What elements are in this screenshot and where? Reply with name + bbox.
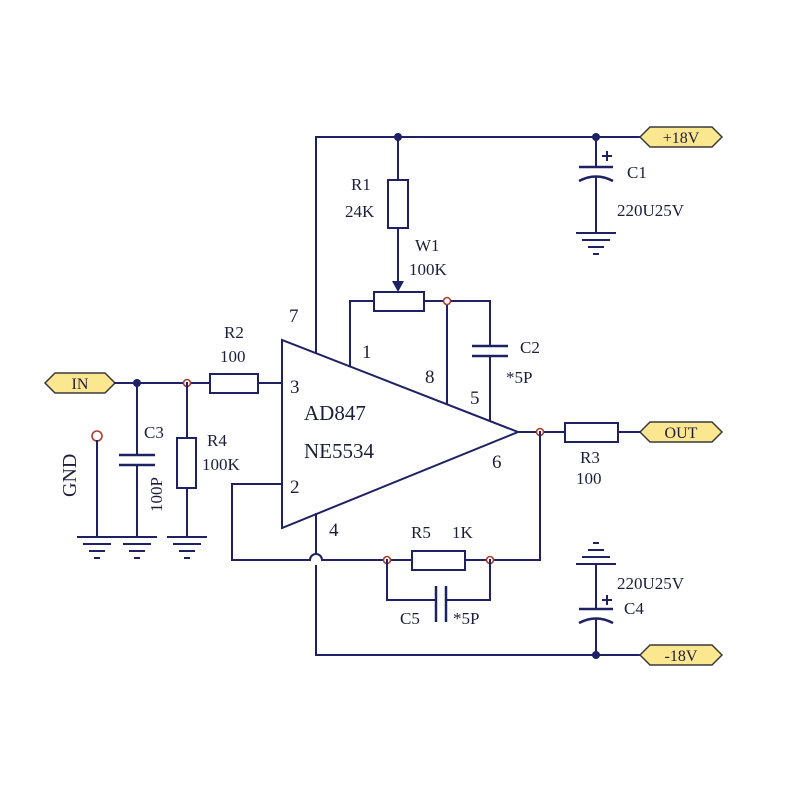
ground-icon	[576, 542, 616, 565]
r3-value: 100	[576, 469, 602, 488]
c1-ref: C1	[627, 163, 647, 182]
ground-icon	[576, 232, 616, 255]
capacitor-c3: C3 100P	[117, 382, 166, 559]
pin-8-label: 8	[425, 367, 435, 388]
ground-terminal: GND	[59, 430, 117, 559]
port-vplus-label: +18V	[663, 130, 700, 147]
pin-4-label: 4	[329, 520, 339, 541]
pin-2-label: 2	[290, 477, 300, 498]
w1-value: 100K	[409, 260, 448, 279]
resistor-r2: R2 100	[209, 323, 259, 394]
r1-ref: R1	[351, 175, 371, 194]
port-vminus: -18V	[638, 644, 724, 666]
ground-icon	[117, 536, 157, 559]
pin-6-label: 6	[492, 452, 502, 473]
capacitor-c1: C1 220U25V	[576, 136, 685, 255]
resistor-r4: R4 100K	[167, 382, 241, 559]
resistor-r3: R3 100	[564, 422, 619, 488]
capacitor-c4: 220U25V C4	[576, 542, 685, 656]
port-vplus: +18V	[638, 126, 724, 148]
w1-ref: W1	[415, 236, 440, 255]
port-input: IN	[43, 372, 117, 394]
pin-5-label: 5	[470, 388, 480, 409]
ground-terminal-label: GND	[59, 454, 81, 497]
potentiometer-w1: W1 100K	[349, 227, 491, 405]
pin-7-label: 7	[289, 306, 299, 327]
capacitor-c5: C5 *5P	[386, 559, 491, 628]
c4-value: 220U25V	[617, 574, 685, 593]
c3-value: 100P	[147, 477, 166, 512]
r4-value: 100K	[202, 455, 241, 474]
negative-rail	[315, 513, 641, 659]
c5-ref: C5	[400, 609, 420, 628]
port-output-label: OUT	[665, 425, 698, 442]
resistor-r1: R1 24K	[345, 136, 409, 229]
ground-icon	[77, 536, 117, 559]
r2-value: 100	[220, 347, 246, 366]
ground-icon	[167, 536, 207, 559]
opamp-name-secondary: NE5534	[304, 439, 374, 463]
port-output: OUT	[638, 421, 724, 443]
input-wire	[114, 378, 283, 388]
c5-value: *5P	[453, 609, 479, 628]
r4-ref: R4	[207, 431, 227, 450]
r5-value: 1K	[452, 523, 474, 542]
pin-3-label: 3	[290, 377, 300, 398]
r2-ref: R2	[224, 323, 244, 342]
opamp-name-primary: AD847	[304, 401, 366, 425]
resistor-r5: R5 1K	[411, 523, 474, 571]
port-vminus-label: -18V	[665, 648, 698, 665]
capacitor-c2: C2 *5P	[472, 338, 540, 422]
r5-ref: R5	[411, 523, 431, 542]
c4-ref: C4	[624, 599, 644, 618]
r3-ref: R3	[580, 448, 600, 467]
port-input-label: IN	[72, 376, 89, 393]
c1-value: 220U25V	[617, 201, 685, 220]
c2-ref: C2	[520, 338, 540, 357]
pin-1-label: 1	[362, 342, 372, 363]
c3-ref: C3	[144, 423, 164, 442]
c2-value: *5P	[506, 368, 532, 387]
opamp: AD847 NE5534 7 1 8 5 3 2 4 6	[281, 306, 521, 541]
node-marker	[442, 296, 452, 306]
r1-value: 24K	[345, 202, 375, 221]
